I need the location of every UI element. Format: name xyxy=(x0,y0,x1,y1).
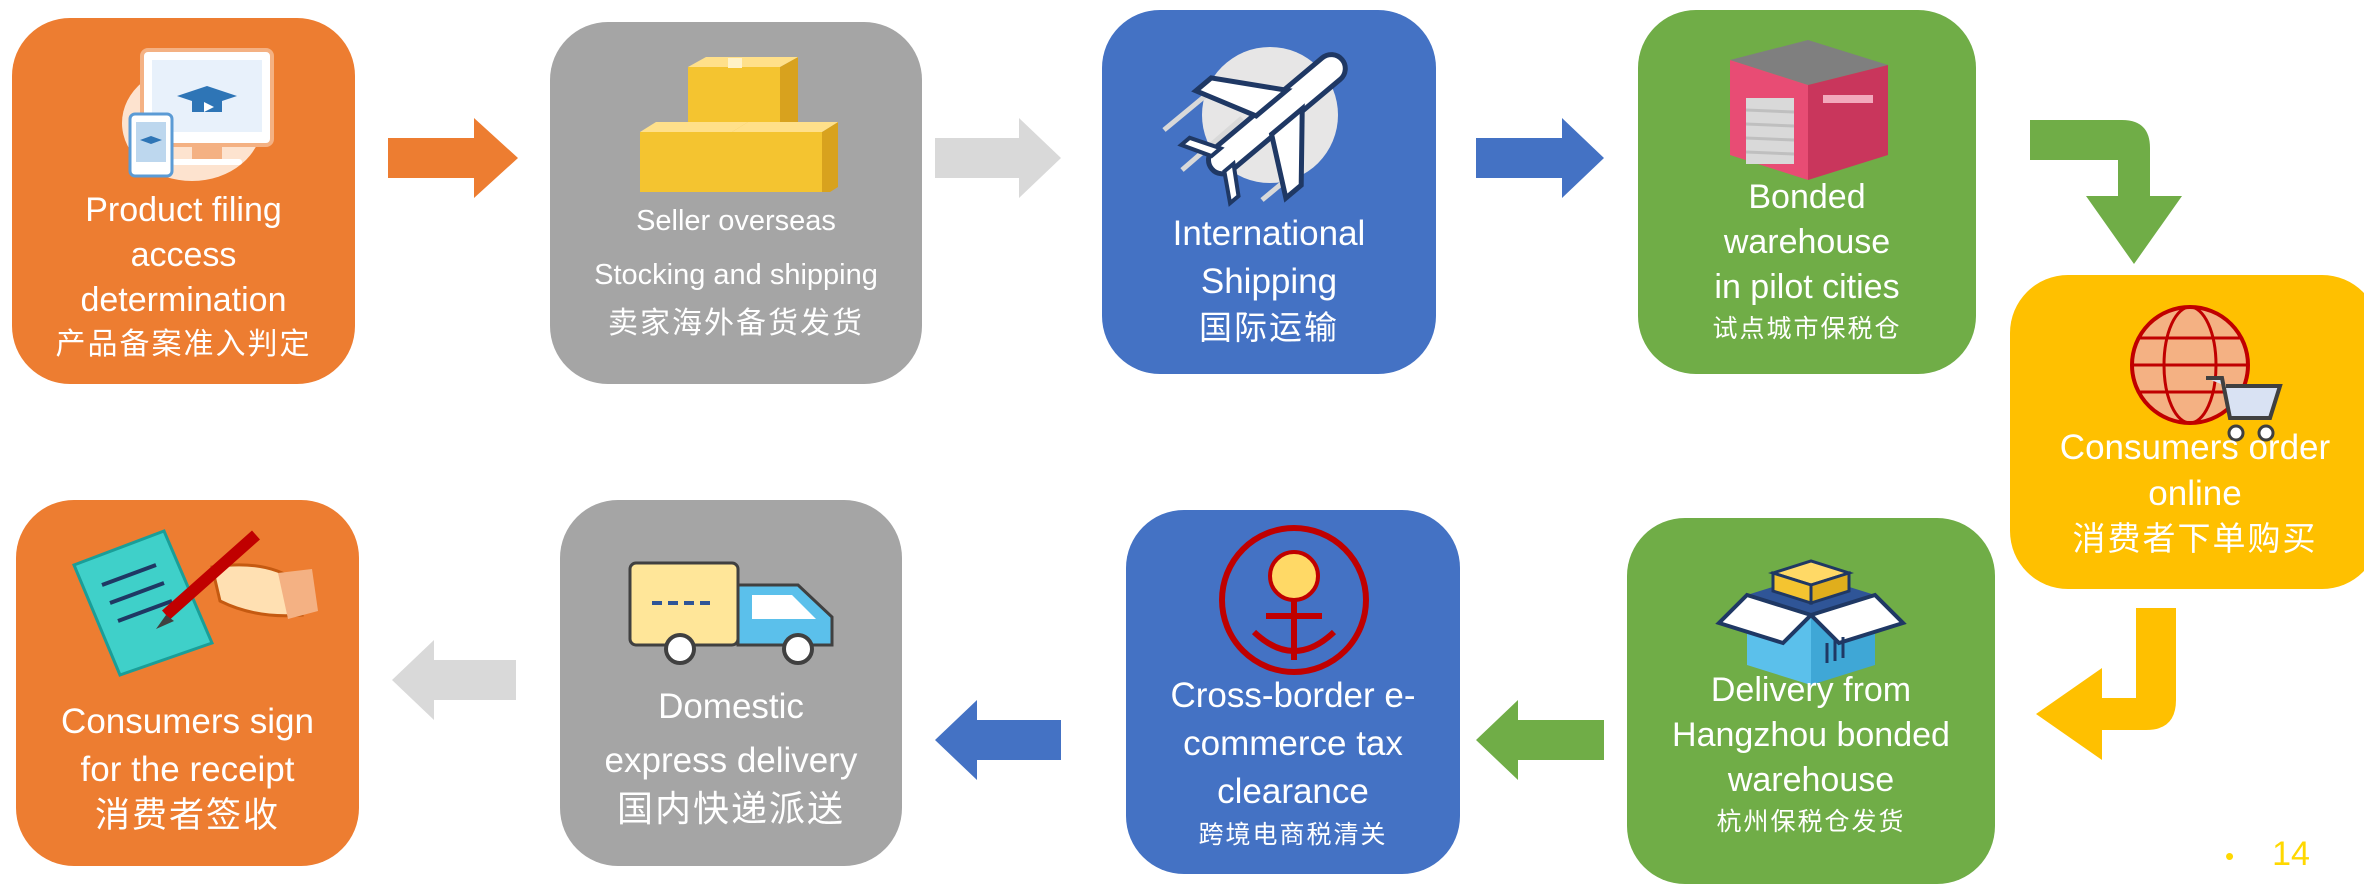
step-product-filing: Product filing access determination 产品备案… xyxy=(12,18,355,384)
step-shipping-line-1: International xyxy=(1172,214,1366,253)
step-delivery-hangzhou-text: Delivery from Hangzhou bonded warehouse … xyxy=(1627,668,1995,841)
step-domestic-delivery: Domestic express delivery 国内快递派送 xyxy=(560,500,902,866)
arrow-left-blue xyxy=(935,700,1061,780)
step-tax-clearance-text: Cross-border e- commerce tax clearance 跨… xyxy=(1126,672,1460,854)
arrow-right-light-gray xyxy=(935,118,1061,198)
step-domestic-line-2: express delivery xyxy=(604,741,858,780)
signing-document-icon xyxy=(16,515,359,685)
step-tax-line-2: commerce tax xyxy=(1183,724,1403,763)
step-consumers-order: Consumers order online 消费者下单购买 xyxy=(2010,275,2364,589)
step-consumers-sign-text: Consumers sign for the receipt 消费者签收 xyxy=(16,698,359,838)
cardboard-boxes-icon xyxy=(550,32,922,197)
step-domestic-line-1: Domestic xyxy=(658,687,804,726)
step-product-filing-text: Product filing access determination 产品备案… xyxy=(12,188,355,367)
step-delivery-hangzhou: Delivery from Hangzhou bonded warehouse … xyxy=(1627,518,1995,884)
step-seller-zh: 卖家海外备货发货 xyxy=(608,306,864,341)
step-bonded-warehouse: Bonded warehouse in pilot cities 试点城市保税仓 xyxy=(1638,10,1976,374)
step-seller-line-1: Seller overseas xyxy=(636,205,836,237)
step-hangzhou-zh: 杭州保税仓发货 xyxy=(1716,807,1906,836)
arrow-bent-left-yellow xyxy=(2036,608,2176,760)
step-bonded-warehouse-text: Bonded warehouse in pilot cities 试点城市保税仓 xyxy=(1638,175,1976,348)
step-warehouse-line-2: warehouse xyxy=(1723,223,1891,261)
step-domestic-zh: 国内快递派送 xyxy=(616,789,845,830)
step-order-line-2: online xyxy=(2148,474,2242,513)
step-consumers-sign: Consumers sign for the receipt 消费者签收 xyxy=(16,500,359,866)
page-number-value: 14 xyxy=(2272,835,2310,873)
step-product-filing-line-3: determination xyxy=(80,281,287,319)
step-hangzhou-line-3: warehouse xyxy=(1727,761,1895,799)
globe-shopping-cart-icon xyxy=(2010,300,2364,450)
step-order-zh: 消费者下单购买 xyxy=(2072,519,2318,558)
step-seller-overseas-text: Seller overseas Stocking and shipping 卖家… xyxy=(550,194,922,346)
delivery-truck-icon xyxy=(560,545,902,675)
step-warehouse-line-1: Bonded xyxy=(1748,178,1866,216)
step-domestic-delivery-text: Domestic express delivery 国内快递派送 xyxy=(560,680,902,832)
step-seller-line-2: Stocking and shipping xyxy=(594,259,878,291)
step-hangzhou-line-2: Hangzhou bonded xyxy=(1672,716,1950,754)
step-international-shipping-text: International Shipping 国际运输 xyxy=(1102,210,1436,350)
step-order-line-1: Consumers order xyxy=(2059,428,2331,467)
step-hangzhou-line-1: Delivery from xyxy=(1710,671,1912,709)
step-warehouse-line-3: in pilot cities xyxy=(1714,268,1900,306)
customs-anchor-emblem-icon xyxy=(1126,520,1460,680)
step-product-filing-line-2: access xyxy=(130,236,237,274)
step-tax-clearance: Cross-border e- commerce tax clearance 跨… xyxy=(1126,510,1460,874)
arrow-left-green xyxy=(1476,700,1604,780)
step-sign-line-2: for the receipt xyxy=(80,750,295,789)
airplane-icon xyxy=(1102,30,1436,210)
step-consumers-order-text: Consumers order online 消费者下单购买 xyxy=(2010,425,2364,561)
arrow-right-blue xyxy=(1476,118,1604,198)
page-number: • 14 xyxy=(2225,835,2310,874)
step-shipping-zh: 国际运输 xyxy=(1199,308,1339,347)
arrow-left-light-gray xyxy=(392,640,516,720)
step-sign-zh: 消费者签收 xyxy=(94,796,280,836)
bullet-dot-icon: • xyxy=(2225,841,2235,871)
step-product-filing-line-1: Product filing xyxy=(85,191,282,229)
step-shipping-line-2: Shipping xyxy=(1200,262,1338,301)
warehouse-icon xyxy=(1638,20,1976,180)
step-tax-zh: 跨境电商税清关 xyxy=(1198,820,1388,849)
step-international-shipping: International Shipping 国际运输 xyxy=(1102,10,1436,374)
step-warehouse-zh: 试点城市保税仓 xyxy=(1712,314,1902,343)
open-box-icon xyxy=(1627,523,1995,688)
step-sign-line-1: Consumers sign xyxy=(61,702,314,741)
computer-monitor-graduation-cap-icon xyxy=(12,28,355,188)
step-tax-line-3: clearance xyxy=(1217,772,1369,811)
arrow-right-orange xyxy=(388,118,518,198)
step-product-filing-zh: 产品备案准入判定 xyxy=(55,327,312,362)
arrow-bent-down-green xyxy=(2030,120,2182,264)
step-seller-overseas: Seller overseas Stocking and shipping 卖家… xyxy=(550,22,922,384)
step-tax-line-1: Cross-border e- xyxy=(1170,676,1416,715)
